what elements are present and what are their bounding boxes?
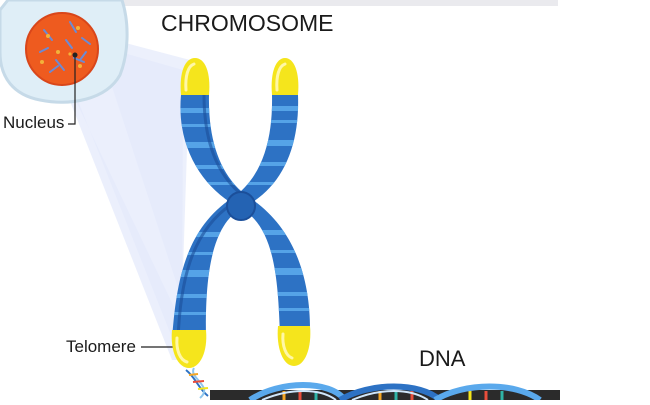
projection-cone-main (40, 25, 183, 360)
diagram-title: CHROMOSOME (161, 10, 334, 36)
dna-label: DNA (419, 346, 466, 371)
nucleus-leader-dot (72, 52, 78, 58)
chromatid-right-top (172, 95, 299, 341)
telomere-caps (171, 58, 311, 368)
nucleus-leader-line (68, 55, 76, 125)
centromere (226, 191, 256, 221)
nucleus (25, 12, 99, 86)
dna-helix (210, 382, 560, 403)
top-strip (110, 0, 558, 6)
dna-strand-end (185, 367, 209, 399)
nucleus-label: Nucleus (3, 113, 65, 132)
telomere-label: Telomere (66, 337, 136, 356)
